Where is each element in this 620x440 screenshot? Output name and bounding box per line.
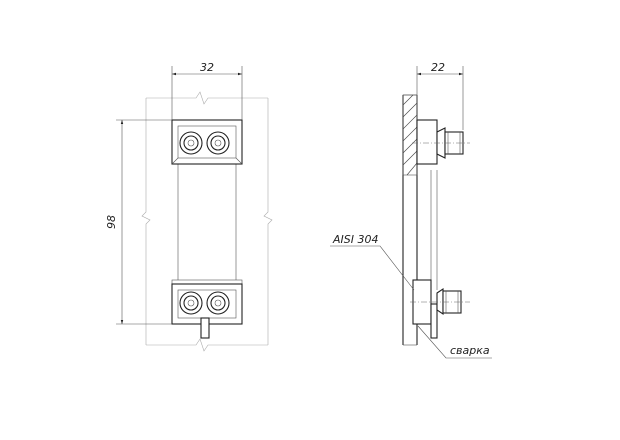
material-leader: AISI 304 [330, 233, 415, 291]
bottom-clamp [171, 279, 243, 339]
top-clamp-bolt-right [206, 131, 230, 155]
hatched-section [402, 94, 418, 176]
dimension-height: 98 [105, 119, 172, 325]
material-label: AISI 304 [332, 233, 379, 246]
side-bottom-clamp [410, 279, 470, 339]
side-view: 22 AISI 304 сварка [330, 61, 492, 359]
side-top-clamp [412, 119, 470, 165]
bottom-clamp-bolt-left [179, 291, 203, 315]
top-clamp-bolt-left [179, 131, 203, 155]
weld-leader: сварка [417, 325, 492, 359]
glass-panel-outline [141, 91, 273, 352]
dimension-width: 32 [171, 61, 243, 120]
bottom-pin [200, 317, 210, 339]
top-clamp [171, 119, 243, 165]
dimension-width-value: 32 [200, 61, 214, 74]
dimension-height-value: 98 [105, 215, 118, 229]
bottom-clamp-bolt-right [206, 291, 230, 315]
front-view: 32 98 [105, 61, 273, 352]
dimension-depth: 22 [416, 61, 464, 130]
dimension-depth-value: 22 [431, 61, 445, 74]
weld-label: сварка [450, 344, 490, 357]
